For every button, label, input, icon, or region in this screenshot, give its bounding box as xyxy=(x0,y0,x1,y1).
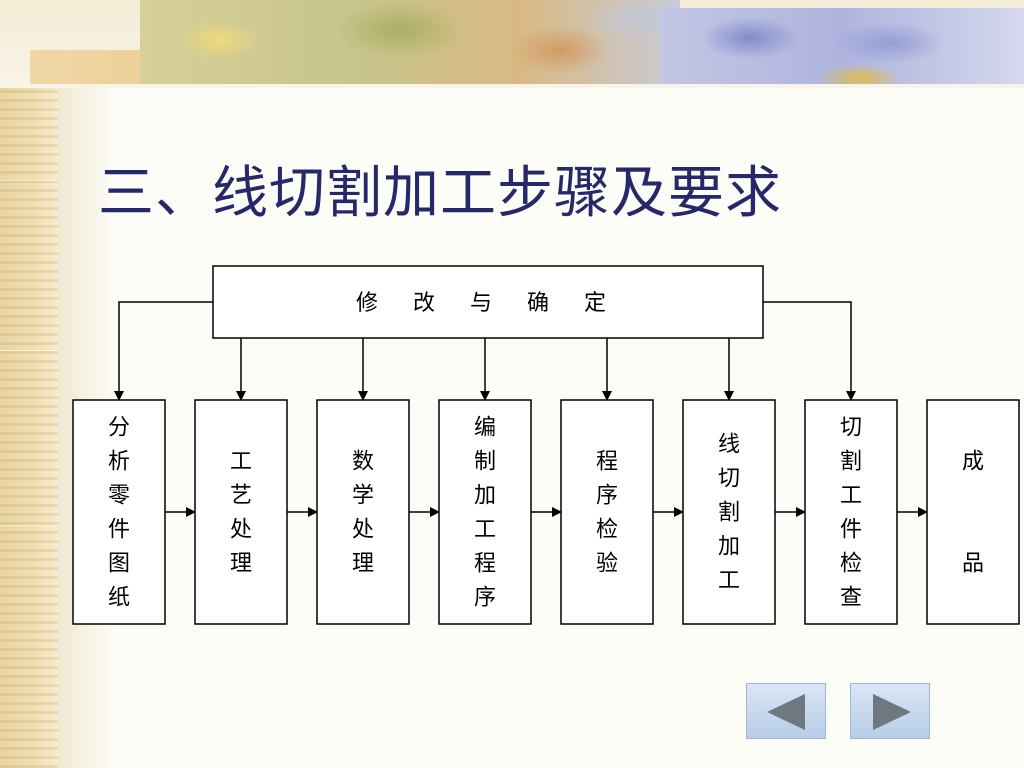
step-label-char: 加 xyxy=(474,483,496,508)
step-label-char: 理 xyxy=(352,551,374,576)
top-box xyxy=(212,265,764,339)
step-box xyxy=(194,399,288,625)
step-box xyxy=(560,399,654,625)
step-label-char: 检 xyxy=(596,517,618,542)
feedback-arrow-left xyxy=(114,301,213,401)
step-label-char: 线 xyxy=(718,432,740,457)
previous-slide-button[interactable] xyxy=(746,683,826,739)
step-label-char: 编 xyxy=(474,415,496,440)
step-box xyxy=(72,399,166,625)
feedback-arrow-right xyxy=(763,301,856,401)
step-box xyxy=(316,399,410,625)
step-label-char: 工 xyxy=(474,517,496,542)
step-label-char: 数 xyxy=(352,449,374,474)
step-label-char: 成 xyxy=(962,449,984,474)
step-label-char: 工 xyxy=(718,568,740,593)
step-label-char: 切 xyxy=(718,466,740,491)
step-label-char: 艺 xyxy=(230,483,252,508)
step-label-char: 工 xyxy=(840,483,862,508)
step-label-char: 工 xyxy=(230,449,252,474)
step-label-char: 查 xyxy=(840,585,862,610)
top-box-label: 修 改 与 确 定 xyxy=(356,291,620,316)
step-label-char: 制 xyxy=(474,449,496,474)
step-label-char: 件 xyxy=(108,517,130,542)
step-label-char: 理 xyxy=(230,551,252,576)
triangle-left-icon xyxy=(767,694,805,730)
step-label-char: 处 xyxy=(352,517,374,542)
left-decorative-strip xyxy=(0,0,118,768)
step-box xyxy=(926,399,1020,625)
step-label-char: 程 xyxy=(596,449,618,474)
step-label-char: 品 xyxy=(962,551,984,576)
step-label-char: 序 xyxy=(474,585,496,610)
step-box xyxy=(804,399,898,625)
step-label-char: 验 xyxy=(596,551,618,576)
triangle-right-icon xyxy=(873,694,911,730)
step-label-char: 学 xyxy=(352,483,374,508)
step-label-char: 割 xyxy=(840,449,862,474)
step-label-char: 检 xyxy=(840,551,862,576)
step-label-char: 加 xyxy=(718,534,740,559)
connector-lines xyxy=(114,301,928,517)
step-label-char: 零 xyxy=(108,483,130,508)
step-label-char: 析 xyxy=(108,449,130,474)
step-label-char: 切 xyxy=(840,415,862,440)
step-label-char: 程 xyxy=(474,551,496,576)
banner-leaves-image xyxy=(140,0,680,84)
step-label-char: 图 xyxy=(108,551,130,576)
step-label-char: 割 xyxy=(718,500,740,525)
slide-title: 三、线切割加工步骤及要求 xyxy=(98,161,782,226)
step-box xyxy=(682,399,776,625)
step-label-char: 件 xyxy=(840,517,862,542)
step-label-char: 纸 xyxy=(108,585,130,610)
banner-flowers-image xyxy=(660,8,1024,84)
step-label-char: 处 xyxy=(230,517,252,542)
step-label-char: 分 xyxy=(108,415,130,440)
step-label-char: 序 xyxy=(596,483,618,508)
step-box xyxy=(438,399,532,625)
top-banner xyxy=(0,0,1024,88)
next-slide-button[interactable] xyxy=(850,683,930,739)
